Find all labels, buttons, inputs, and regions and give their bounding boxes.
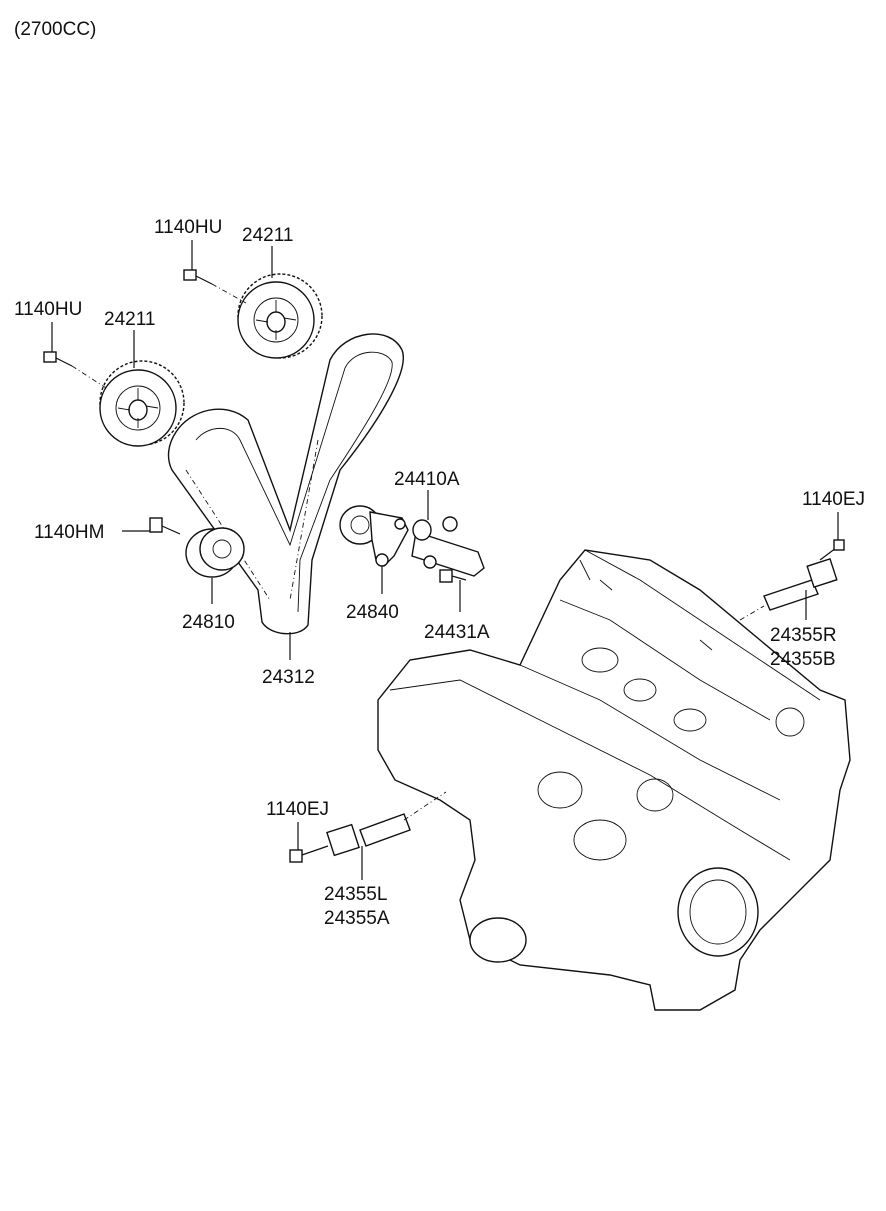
label-sprocket-left: 24211 (104, 309, 155, 330)
bolt-upper-sprocket[interactable] (183, 269, 213, 285)
oil-control-valve-right[interactable] (763, 547, 838, 611)
label-bolt-idler: 1140HM (34, 522, 104, 543)
camshaft-sprocket-left[interactable] (99, 360, 185, 447)
camshaft-sprocket-upper[interactable] (237, 273, 323, 359)
idler-pulley[interactable] (185, 527, 245, 578)
label-bolt-lower: 1140EJ (266, 799, 329, 820)
tensioner-assembly[interactable] (411, 516, 485, 577)
leader-lines (51, 240, 839, 880)
label-ocv-right-2: 24355B (770, 649, 836, 670)
label-ocv-left-1: 24355L (324, 884, 387, 905)
label-bolt-right: 1140EJ (802, 489, 865, 510)
label-bolt-tensioner: 24431A (424, 622, 490, 643)
oil-control-valve-left[interactable] (326, 813, 411, 857)
bolt-idler[interactable] (149, 517, 181, 535)
tensioner-arm[interactable] (339, 505, 409, 567)
label-ocv-right-1: 24355R (770, 625, 837, 646)
label-tensioner-arm: 24840 (346, 602, 399, 623)
label-tensioner-assy: 24410A (394, 469, 460, 490)
bolt-lower-ocv[interactable] (289, 845, 329, 863)
engine-block (377, 549, 851, 1011)
label-ocv-left-2: 24355A (324, 908, 390, 929)
bolt-left-sprocket[interactable] (43, 351, 73, 367)
label-belt: 24312 (262, 667, 315, 688)
bolt-right-ocv[interactable] (833, 539, 845, 551)
label-bolt-top: 1140HU (154, 217, 222, 238)
label-bolt-left: 1140HU (14, 299, 82, 320)
label-sprocket-top: 24211 (242, 225, 293, 246)
label-idler: 24810 (182, 612, 235, 633)
timing-belt[interactable] (167, 333, 404, 635)
engine-label: (2700CC) (14, 19, 96, 40)
bolt-tensioner[interactable] (439, 569, 467, 583)
